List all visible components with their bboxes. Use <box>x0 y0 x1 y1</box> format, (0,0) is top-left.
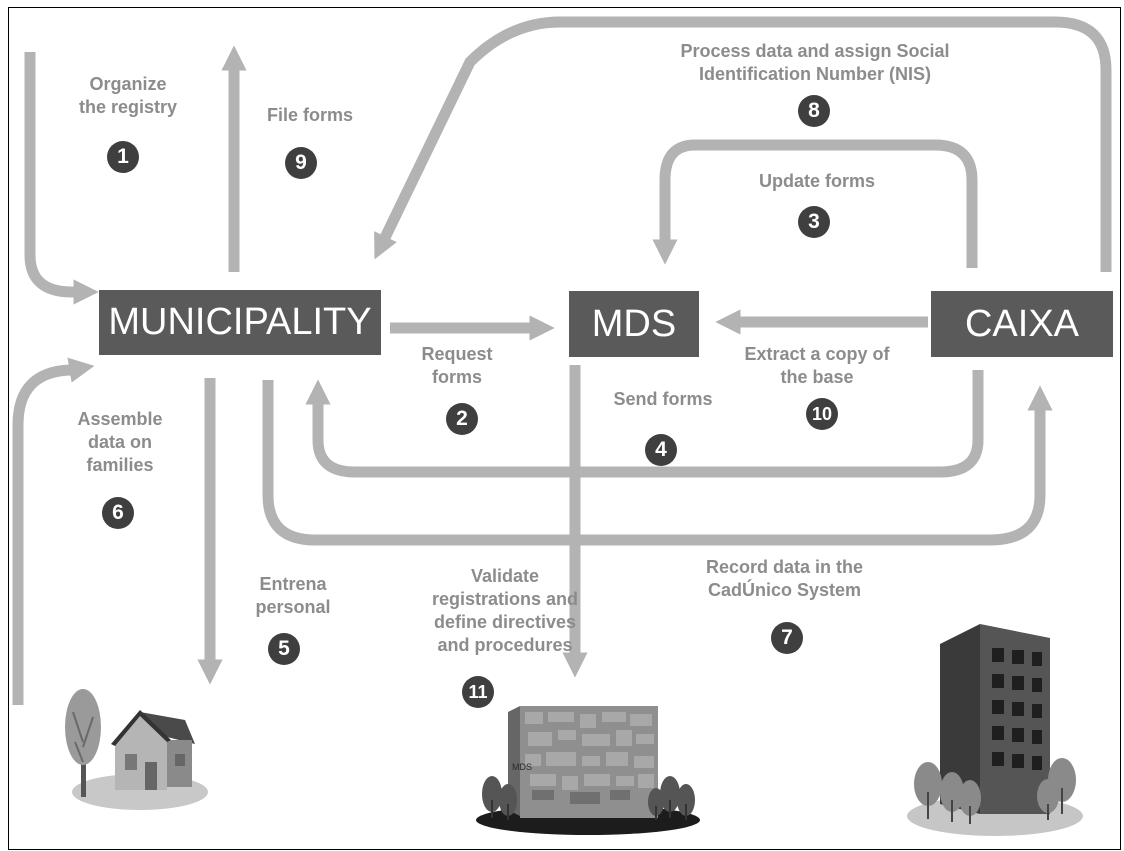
step-1-badge: 1 <box>107 141 139 173</box>
caixa-tower-icon <box>907 624 1083 836</box>
step-8-badge: 8 <box>798 95 830 127</box>
municipality-box: MUNICIPALITY <box>99 290 381 355</box>
arrow-step-1 <box>24 52 99 305</box>
step-3-label: Update forms <box>758 171 875 191</box>
step-5-badge: 5 <box>268 633 300 665</box>
step-6-badge: 6 <box>102 497 134 529</box>
step-4-label: Send forms <box>613 389 713 409</box>
municipality-label: MUNICIPALITY <box>108 301 372 343</box>
mds-building-sign: MDS <box>512 762 532 772</box>
step-4-badge: 4 <box>645 434 677 466</box>
mds-label: MDS <box>591 302 677 345</box>
mds-box: MDS <box>569 291 699 357</box>
caixa-box: CAIXA <box>931 291 1113 357</box>
step-10-badge: 10 <box>806 398 838 430</box>
arrow-step-4 <box>305 370 984 478</box>
step-2-badge: 2 <box>446 403 478 435</box>
mds-building-icon: MDS <box>476 706 700 835</box>
step-7-badge: 7 <box>771 622 803 654</box>
house-icon <box>65 689 208 810</box>
step-3-badge: 3 <box>798 206 830 238</box>
caixa-label: CAIXA <box>964 302 1080 345</box>
arrow-step-8 <box>374 16 1112 272</box>
arrow-step-6 <box>12 357 95 705</box>
step-11-badge: 11 <box>462 676 494 708</box>
step-9-label: File forms <box>266 105 354 125</box>
step-9-badge: 9 <box>285 147 317 179</box>
arrow-step-3 <box>652 139 978 268</box>
arrow-step-7 <box>262 380 1053 546</box>
